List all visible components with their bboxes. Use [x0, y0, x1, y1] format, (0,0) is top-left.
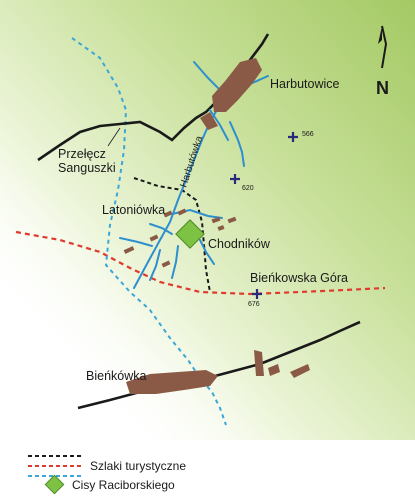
building: [227, 216, 237, 224]
label-peak-620: 620: [242, 185, 254, 192]
north-letter: N: [376, 78, 389, 98]
trail-red: [15, 230, 386, 296]
stream: [119, 237, 153, 247]
building: [254, 350, 264, 376]
stream: [149, 249, 161, 281]
stream: [209, 109, 229, 141]
legend-yew-marker: [44, 474, 65, 495]
peak-markers: [230, 132, 298, 299]
peak-566-marker[interactable]: [288, 132, 298, 142]
building: [163, 210, 173, 218]
label-peak-566: 566: [302, 131, 314, 138]
settlement-bienkowka: [126, 370, 218, 394]
building: [290, 364, 310, 378]
road-lower: [77, 320, 361, 410]
building: [268, 364, 280, 376]
building: [177, 208, 187, 216]
peak-620-marker[interactable]: [230, 174, 240, 184]
yew-site-marker[interactable]: [175, 219, 205, 249]
label-chodnikow[interactable]: Chodników: [208, 237, 271, 251]
trail-black: [133, 177, 211, 293]
label-bienkowska-gora[interactable]: Bieńkowska Góra: [250, 271, 348, 285]
north-arrow-shape: [381, 25, 388, 69]
building: [217, 225, 225, 231]
settlement-harbutowice: [212, 58, 262, 112]
stream: [149, 223, 173, 235]
label-przelecz-line1[interactable]: Przełęcz: [58, 147, 106, 161]
label-harbutowice[interactable]: Harbutowice: [270, 77, 340, 91]
label-latoniowka[interactable]: Latoniówka: [102, 203, 165, 217]
stream: [171, 245, 179, 279]
stream: [193, 61, 223, 93]
stream: [199, 239, 215, 265]
legend-background: [0, 440, 415, 500]
pass-leader-line: [107, 127, 121, 147]
north-arrow: N: [376, 25, 389, 98]
legend-yew-label: Cisy Raciborskiego: [72, 478, 175, 492]
building: [161, 260, 171, 268]
trail-blue: [71, 37, 227, 426]
settlement-harbutowice-south: [200, 112, 218, 130]
peak-676-marker[interactable]: [252, 289, 262, 299]
label-przelecz-line2[interactable]: Sanguszki: [58, 161, 116, 175]
north-arrow-head: [378, 26, 382, 44]
building: [123, 246, 135, 254]
legend: Szlaki turystyczne Cisy Raciborskiego: [28, 455, 186, 495]
building: [211, 216, 221, 224]
label-bienkowka[interactable]: Bieńkówka: [86, 369, 146, 383]
building: [149, 234, 159, 242]
label-peak-676: 676: [248, 301, 260, 308]
terrain-background: [0, 0, 415, 440]
legend-trails-label: Szlaki turystyczne: [90, 459, 186, 473]
stream: [229, 121, 245, 167]
settlements: [123, 58, 310, 394]
